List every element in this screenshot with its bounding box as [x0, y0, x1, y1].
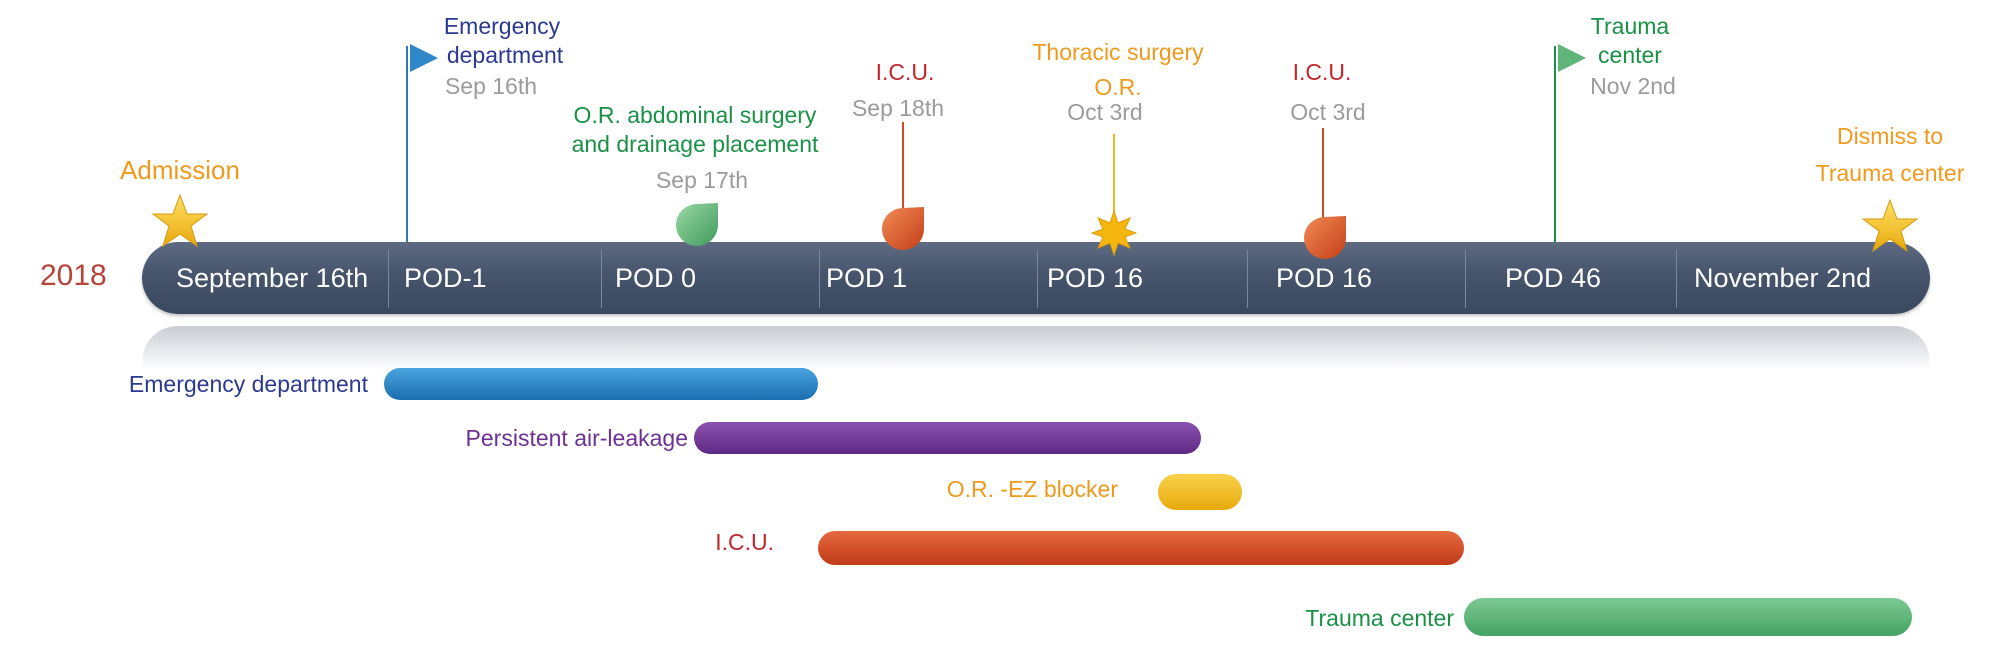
- event-trauma-label-line2: center: [1598, 42, 1662, 68]
- flag-icon: [1558, 44, 1586, 72]
- axis-label-september-16th: September 16th: [176, 263, 369, 293]
- event-icu2-date: Oct 3rd: [1290, 99, 1366, 125]
- icu1-marker-line: [902, 122, 904, 208]
- event-thoracic-label-line1: Thoracic surgery: [1032, 39, 1204, 65]
- event-trauma-label-line1: Trauma: [1590, 13, 1670, 39]
- bar-trauma-center: [1464, 598, 1912, 636]
- star-icon: [151, 193, 209, 248]
- year-label: 2018: [40, 259, 107, 292]
- thoracic-marker-line: [1113, 134, 1115, 214]
- axis-divider: [1037, 250, 1038, 308]
- bar-persistent-air-leakage: [694, 422, 1201, 454]
- axis-label-pod-16: POD 16: [1047, 263, 1144, 293]
- event-thoracic-date: Oct 3rd: [1067, 99, 1143, 125]
- bar-emergency-department: [384, 368, 818, 400]
- bar-air-leakage-label: Persistent air-leakage: [465, 425, 688, 451]
- axis-label-november-2nd: November 2nd: [1694, 263, 1872, 293]
- teardrop-marker-icon: [1304, 216, 1346, 259]
- starburst-icon: [1091, 210, 1137, 256]
- axis-label-pod-46: POD 46: [1505, 263, 1602, 293]
- event-emergency-date: Sep 16th: [444, 73, 538, 99]
- event-trauma-date: Nov 2nd: [1590, 73, 1676, 99]
- teardrop-marker-icon: [676, 203, 718, 246]
- bar-icu-label: I.C.U.: [715, 529, 774, 555]
- axis-divider: [1247, 250, 1248, 308]
- bar-trauma-center-label: Trauma center: [1305, 605, 1454, 631]
- event-emergency-label-line1: Emergency: [443, 13, 561, 39]
- star-icon: [1861, 198, 1919, 253]
- event-abdominal-label-line1: O.R. abdominal surgery: [573, 102, 817, 128]
- bar-ez-blocker-label: O.R. -EZ blocker: [946, 476, 1118, 502]
- axis-label-pod-minus-1: POD-1: [404, 263, 487, 293]
- axis-divider: [601, 250, 602, 308]
- timeline-axis: [142, 242, 1930, 314]
- axis-divider: [388, 250, 389, 308]
- flag-icon: [410, 44, 438, 72]
- trauma-marker-line: [1554, 46, 1556, 242]
- event-emergency-label-line2: department: [446, 42, 564, 68]
- emergency-marker-line: [406, 46, 408, 242]
- event-abdominal-label-line2: and drainage placement: [571, 131, 819, 157]
- event-dismiss-label-line2: Trauma center: [1815, 160, 1965, 186]
- axis-divider: [819, 250, 820, 308]
- event-icu1-date: Sep 18th: [851, 95, 945, 121]
- event-thoracic-label-line2: O.R.: [1094, 74, 1142, 100]
- event-abdominal-date: Sep 17th: [655, 167, 749, 193]
- timeline-shadow: [142, 326, 1930, 370]
- axis-divider: [1676, 250, 1677, 308]
- bar-icu: [818, 531, 1464, 565]
- bar-emergency-label: Emergency department: [128, 371, 368, 397]
- event-admission-label: Admission: [120, 155, 240, 185]
- event-icu1-label: I.C.U.: [875, 59, 935, 85]
- teardrop-marker-icon: [882, 207, 924, 250]
- axis-label-pod-1: POD 1: [826, 263, 908, 293]
- icu2-marker-line: [1322, 128, 1324, 218]
- event-dismiss-label-line1: Dismiss to: [1836, 123, 1944, 149]
- bar-or-ez-blocker: [1158, 474, 1242, 510]
- axis-label-pod-16-second: POD 16: [1276, 263, 1373, 293]
- event-icu2-label: I.C.U.: [1292, 59, 1352, 85]
- axis-divider: [1465, 250, 1466, 308]
- axis-label-pod-0: POD 0: [615, 263, 697, 293]
